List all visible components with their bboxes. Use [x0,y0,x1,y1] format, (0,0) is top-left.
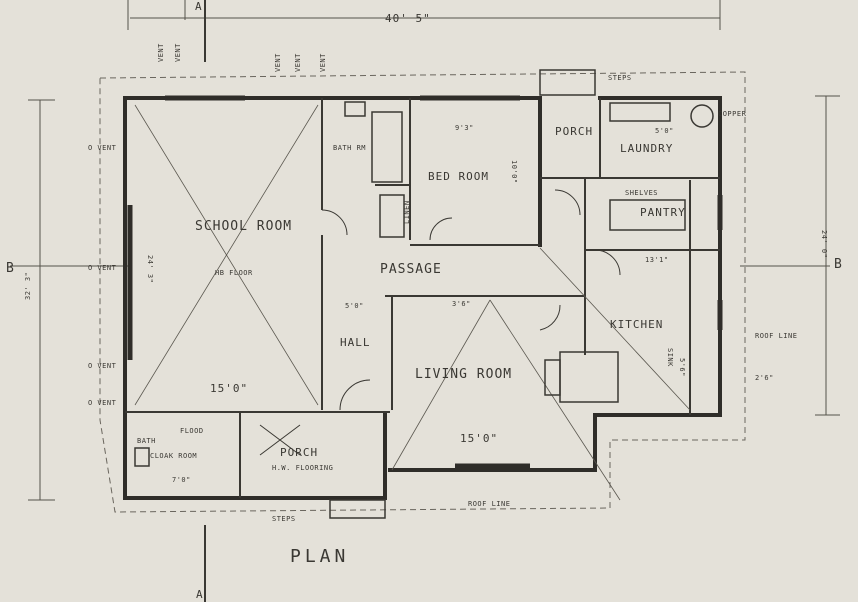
label-porch-front: PORCH [280,446,318,459]
label-flood: FLOOD [180,427,204,435]
dim-cloak-room-width: 7'0" [172,476,191,484]
label-copper: COPPER [718,110,747,118]
pantry-shelves [609,199,686,231]
dim-hall-depth: 3'6" [452,300,471,308]
dim-bed-room-width: 9'3" [455,124,474,132]
stove [559,351,619,403]
door-school-room [321,209,348,236]
dim-kitchen-width: 13'1" [645,256,669,264]
section-b-left-label: B [6,261,15,276]
left-depth-dimension: 32' 3" [24,99,55,501]
dim-school-room-depth: 24' 3" [146,255,154,283]
copper-boiler [690,104,714,128]
section-a-bottom-label: A [196,588,204,601]
label-school-room: SCHOOL ROOM [195,219,292,234]
label-vent-1: O VENT [88,144,117,152]
interior-walls [125,98,720,498]
front-steps [329,499,386,519]
label-bath-rm: BATH RM [333,144,366,152]
label-sink: SINK [666,348,674,367]
label-passage: PASSAGE [380,262,442,277]
linen-cupboard [379,194,405,238]
label-vent-top-3: VENT [274,53,282,72]
label-vent-3: O VENT [88,362,117,370]
door-pantry [554,189,581,216]
fixtures [134,69,714,519]
left-depth-label: 32' 3" [24,272,32,300]
section-line-b: B B [6,257,843,276]
roof-line-outline [99,71,746,513]
label-pantry: PANTRY [640,206,686,219]
overall-width-dimension: 40' 5" [127,0,721,30]
plan-title: PLAN [290,546,349,567]
label-cloak-room: CLOAK ROOM [150,452,197,460]
rear-steps [539,69,596,96]
label-vent-top-2: VENT [174,43,182,62]
dim-laundry-width: 5'0" [655,127,674,135]
room-diagonals [134,104,691,501]
label-vent-top-4: VENT [294,53,302,72]
label-laundry: LAUNDRY [620,142,673,155]
porch-entry-cross [259,424,301,456]
dim-kitchen-depth: 5'6" [678,358,686,377]
label-vent-top-1: VENT [157,43,165,62]
door-living-room [539,304,561,331]
label-living-room: LIVING ROOM [415,367,512,382]
section-b-right-label: B [834,257,843,272]
label-school-room-note: HB FLOOR [215,269,253,277]
cloak-room-basin [134,447,150,467]
section-arrow-a-bottom: A [196,525,206,602]
dim-school-room-width: 15'0" [210,382,248,395]
label-bed-room: BED ROOM [428,170,489,183]
label-porch-front-note: H.W. FLOORING [272,464,333,472]
bathtub [371,111,403,183]
label-kitchen: KITCHEN [610,318,663,331]
label-roof-line-right: ROOF LINE [755,332,797,340]
right-depth-dimension: 24' 0" [815,95,840,416]
label-vent-top-5: VENT [319,53,327,72]
door-kitchen [594,249,621,276]
exterior-walls [123,96,722,500]
label-steps-top: STEPS [608,74,632,82]
right-depth-label: 24' 0" [820,230,828,258]
label-vent-2: O VENT [88,264,117,272]
label-vent-4: O VENT [88,399,117,407]
label-porch-rear: PORCH [555,125,593,138]
label-steps-bottom: STEPS [272,515,296,523]
laundry-tubs [609,102,671,122]
section-arrow-a-top: A [195,0,206,62]
stove-hearth [544,359,561,396]
dim-roof-line-offset: 2'6" [755,374,774,382]
dim-bed-room-depth: 10'0" [510,160,518,184]
label-hall: HALL [340,336,371,349]
basin [344,101,366,117]
overall-width-label: 40' 5" [385,12,431,25]
dim-living-room-width: 15'0" [460,432,498,445]
dim-hall-width: 5'0" [345,302,364,310]
label-bath-small: BATH [137,437,156,445]
label-linen: LINEN [403,200,411,224]
door-bed-room [429,217,453,241]
windows [127,95,723,469]
door-hall [339,379,371,411]
label-roof-line-bottom: ROOF LINE [468,500,510,508]
doors [259,189,621,456]
section-a-top-label: A [195,0,203,13]
label-shelves: SHELVES [625,189,658,197]
